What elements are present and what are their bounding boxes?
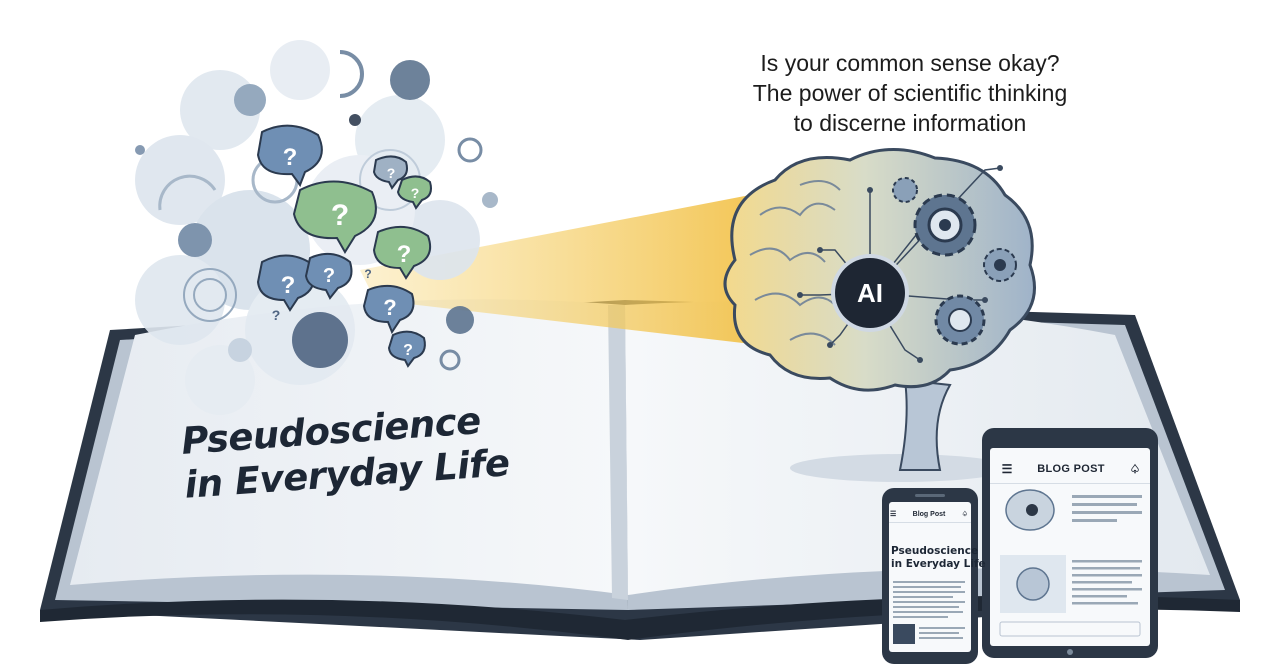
svg-text:?: ? <box>281 272 296 299</box>
question-bubble: ? <box>396 175 432 210</box>
question-mark: ? <box>364 267 371 281</box>
headline-line-2: The power of scientific thinking <box>752 80 1068 106</box>
svg-text:?: ? <box>397 241 412 268</box>
question-bubble: ? <box>304 252 353 300</box>
menu-icon[interactable]: ☰ <box>890 511 897 518</box>
headline-line-1: Is your common sense okay? <box>760 50 1060 76</box>
book-spine-shadow <box>608 305 628 600</box>
gear-icon <box>892 177 918 203</box>
share-icon[interactable]: ♤ <box>961 511 968 518</box>
question-bubble: ? <box>372 225 432 280</box>
tablet-brain-thumb <box>1005 489 1055 531</box>
tablet-header-title: BLOG POST <box>1037 463 1105 475</box>
phone-title-line-2: in Everyday Life <box>891 558 986 570</box>
tablet-header: ☰ BLOG POST ♤ <box>1000 455 1142 483</box>
question-bubbles: ? ? ? ? ? ? ? ? <box>256 124 432 368</box>
tablet-device <box>982 428 1158 658</box>
svg-text:?: ? <box>323 265 335 287</box>
question-bubble: ? <box>256 254 316 312</box>
question-bubble: ? <box>292 180 377 254</box>
svg-text:?: ? <box>387 165 396 181</box>
question-bubble: ? <box>362 284 415 335</box>
question-bubble: ? <box>372 155 408 190</box>
headline-line-3: to discerne information <box>793 110 1027 136</box>
svg-text:?: ? <box>283 144 298 171</box>
menu-icon[interactable]: ☰ <box>1001 462 1013 476</box>
svg-text:?: ? <box>383 295 396 320</box>
brain-stem <box>898 378 952 471</box>
svg-text:?: ? <box>411 185 420 201</box>
gear-icon <box>983 248 1017 282</box>
question-bubble: ? <box>387 330 426 368</box>
phone-header: ☰ Blog Post ♤ <box>890 506 968 522</box>
question-mark: ? <box>272 307 281 323</box>
headline: Is your common sense okay? The power of … <box>700 48 1120 138</box>
gear-icon <box>913 193 977 257</box>
ai-badge: AI <box>835 258 905 328</box>
phone-device <box>882 488 978 664</box>
gear-icon <box>934 294 986 346</box>
svg-text:?: ? <box>331 199 349 232</box>
phone-header-title: Blog Post <box>912 510 946 518</box>
question-bubble: ? <box>256 124 323 188</box>
phone-article-title: Pseudoscience in Everyday Life <box>891 545 986 571</box>
share-icon[interactable]: ♤ <box>1129 462 1141 476</box>
phone-title-line-1: Pseudoscience <box>891 545 979 557</box>
svg-text:?: ? <box>403 342 413 359</box>
